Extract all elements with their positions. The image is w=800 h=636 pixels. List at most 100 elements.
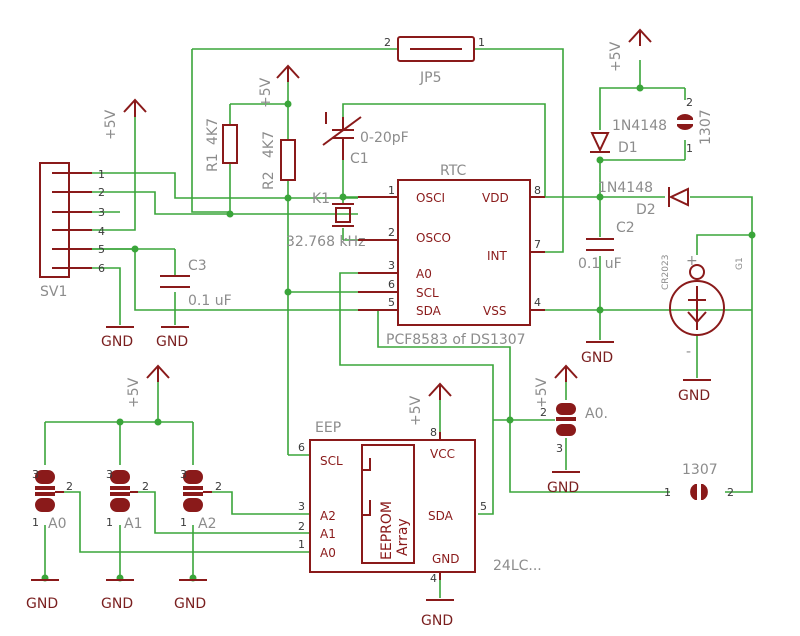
resistor-r2: R2 4K7 [261,131,296,190]
pin-number: 1 [32,516,39,529]
jumper-name: 1307 [682,462,718,478]
addr-jumper-a0: 3 2 1 A0 [32,468,73,532]
pin-number: 1 [686,142,693,155]
gnd-label: GND [26,596,58,612]
pin-name: GND [432,552,460,566]
jumper-name: A1 [124,516,142,532]
supply-arrow-d1: +5V [608,28,652,72]
pin-number: 2 [727,486,734,499]
jumper-name: A0 [48,516,66,532]
diode-name: D2 [636,202,656,218]
resistor-value: 4K7 [261,131,277,158]
capacitor-c2: C2 0.1 uF [578,220,635,272]
battery-name: G1 [735,257,745,270]
supply-arrow-sv1: +5V [103,98,147,140]
trimmer-cap-c1: 0-20pF C1 [322,112,409,167]
pin-name: SCL [416,286,439,300]
jumper-jp5: 2 1 JP5 [384,36,485,86]
chip-name: EEP [315,420,341,436]
capacitor-c3: C3 0.1 uF [160,258,232,309]
pin-number: 1 [664,486,671,499]
chip-part: 24LC... [493,558,542,574]
pin-number: 2 [384,36,391,49]
pin-name: A1 [320,527,336,541]
chip-part: PCF8583 of DS1307 [386,332,526,348]
chip-name: RTC [440,163,466,179]
battery-minus: - [686,344,691,360]
connector-sv1: 1 2 3 4 5 6 SV1 [39,162,105,300]
crystal-name: K1 [312,191,330,207]
pin-number: 2 [540,406,547,419]
pin-number: 3 [298,500,305,513]
resistor-value: 4K7 [205,118,221,145]
eeprom-inner-label: Array [395,518,411,556]
cap-name: C1 [350,151,369,167]
pin-name: A0 [320,546,336,560]
pin-number: 1 [388,184,395,197]
pin-number: 6 [98,262,105,275]
pin-number: 4 [98,225,105,238]
pin-name: VSS [483,304,506,318]
cap-name: C3 [188,258,207,274]
pin-number: 4 [430,572,437,585]
cap-value: 0.1 uF [188,293,232,309]
vcc-label: +5V [408,395,424,426]
pin-name: OSCI [416,191,445,205]
gnd-label: GND [101,334,133,350]
solder-jumper-1307-top: 2 1 1307 [677,96,714,155]
rtc-chip: 1 2 3 6 5 OSCI OSCO A0 SCL SDA 8 7 4 VDD… [358,163,545,348]
pin-name: SDA [416,304,442,318]
pin-number: 3 [388,259,395,272]
vcc-label: +5V [608,41,624,72]
cap-value: 0-20pF [360,130,409,146]
pin-number: 4 [534,296,541,309]
gnd-label: GND [581,350,613,366]
pin-number: 2 [686,96,693,109]
ground-symbols: GND GND GND GND GND GND GND GND GND [26,326,711,629]
pin-name: A2 [320,509,336,523]
pin-number: 6 [298,441,305,454]
crystal-value: 32.768 kHz [286,234,365,250]
pin-number: 1 [298,538,305,551]
supply-arrow-eeprom: +5V [408,382,452,426]
pin-number: 3 [106,468,113,481]
pin-number: 2 [298,520,305,533]
diode-d1: 1N4148 D1 [590,118,667,156]
gnd-label: GND [174,596,206,612]
resistor-r1: R1 4K7 [205,118,238,172]
pin-number: 1 [478,36,485,49]
gnd-label: GND [678,388,710,404]
vcc-label: +5V [534,377,550,408]
pin-number: 1 [180,516,187,529]
cap-name: C2 [616,220,635,236]
battery-g1: + - CR2023 G1 [661,253,745,360]
addr-jumper-a2: 3 2 1 A2 [180,468,222,532]
pin-name: OSCO [416,231,451,245]
pin-number: 3 [180,468,187,481]
eeprom-chip: 6 3 2 1 SCL A2 A1 A0 5 SDA 8 VCC 4 GND E… [298,420,542,585]
cap-value: 0.1 uF [578,256,622,272]
pin-number: 5 [388,296,395,309]
diode-d2: 1N4148 D2 [598,180,689,218]
pin-number: 1 [106,516,113,529]
gnd-label: GND [156,334,188,350]
pin-number: 2 [388,226,395,239]
diode-value: 1N4148 [612,118,667,134]
addr-jumper-a1: 3 2 1 A1 [106,468,149,532]
addr-jumper-a0-rtc: 2 3 A0. [540,403,608,455]
resistor-name: R1 [205,153,221,172]
pin-name: SCL [320,454,343,468]
vcc-label: +5V [258,77,274,108]
jumper-name: JP5 [419,70,441,86]
solder-jumper-1307-bottom: 1 2 1307 [664,462,734,500]
supply-arrow-addr: +5V [126,364,170,408]
pin-number: 8 [430,426,437,439]
jumper-name: A0. [585,406,608,422]
supply-arrow-a0-jumper: +5V [534,364,578,408]
gnd-label: GND [421,613,453,629]
pin-number: 8 [534,184,541,197]
pin-name: VCC [430,447,455,461]
pin-number: 3 [32,468,39,481]
pin-name: INT [487,249,508,263]
pin-number: 7 [534,238,541,251]
